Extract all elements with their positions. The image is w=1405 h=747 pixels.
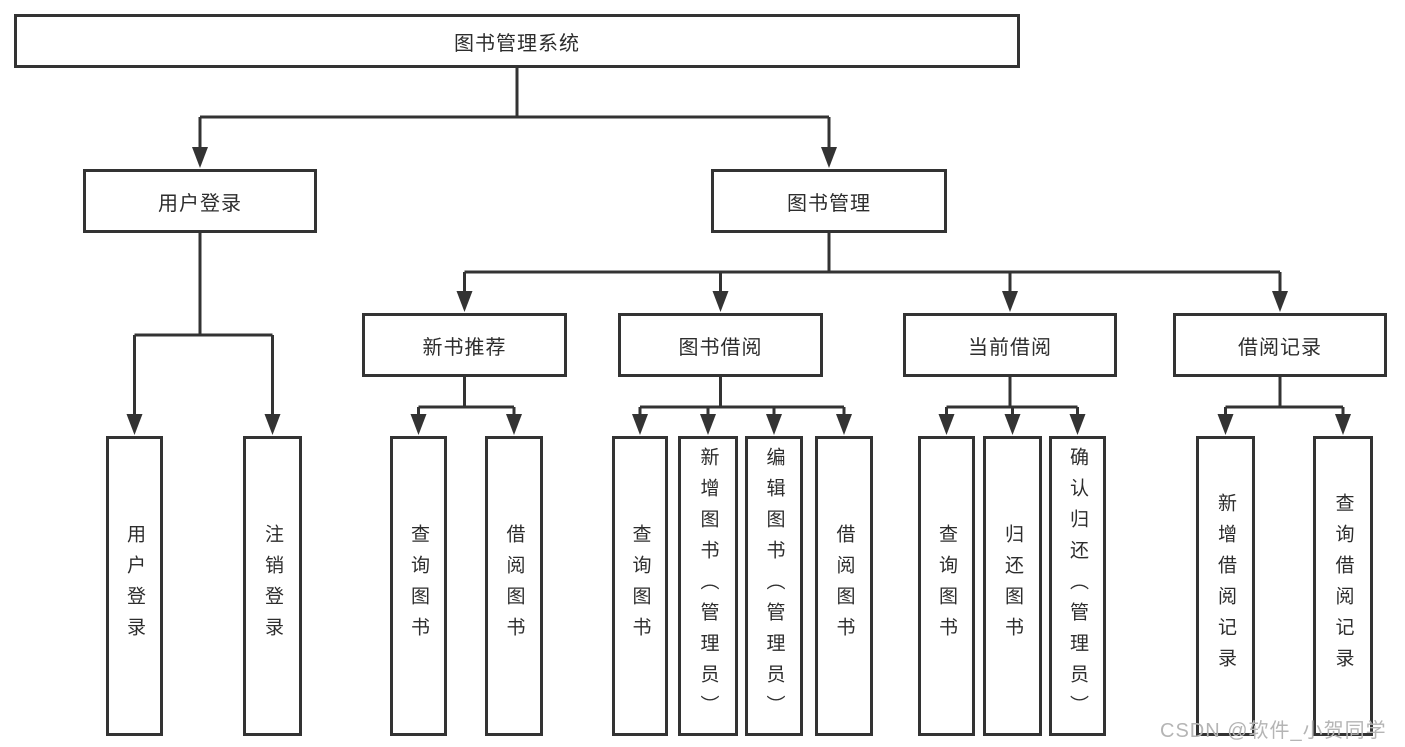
leaf-borrow-book: 借阅图书 [815, 436, 873, 736]
leaf-logout: 注销登录 [243, 436, 302, 736]
leaf-add-borrow-record: 新增借阅记录 [1196, 436, 1255, 736]
leaf-query-borrow-record: 查询借阅记录 [1313, 436, 1373, 736]
arrowhead-icon [766, 414, 782, 435]
node-root: 图书管理系统 [14, 14, 1020, 68]
node-borrowing-records: 借阅记录 [1173, 313, 1387, 377]
arrowhead-icon [1002, 291, 1018, 312]
leaf-confirm-return-admin: 确认归还（管理员） [1049, 436, 1106, 736]
arrowhead-icon [821, 147, 837, 168]
arrowhead-icon [1217, 414, 1234, 435]
leaf-query-book-current: 查询图书 [918, 436, 975, 736]
leaf-add-book-admin: 新增图书（管理员） [678, 436, 738, 736]
arrowhead-icon [700, 414, 716, 435]
arrowhead-icon [712, 291, 729, 312]
leaf-query-book-recommend: 查询图书 [390, 436, 447, 736]
arrowhead-icon [1004, 414, 1021, 435]
leaf-return-book: 归还图书 [983, 436, 1042, 736]
leaf-borrow-book-recommend: 借阅图书 [485, 436, 543, 736]
arrowhead-icon [938, 414, 955, 435]
watermark: CSDN @软件_小贺同学 [1160, 720, 1387, 742]
arrowhead-icon [1069, 414, 1086, 435]
arrowhead-icon [264, 414, 281, 435]
node-new-book-recommend: 新书推荐 [362, 313, 567, 377]
node-current-borrowing: 当前借阅 [903, 313, 1117, 377]
arrowhead-icon [410, 414, 427, 435]
arrowhead-icon [506, 414, 522, 435]
node-book-management: 图书管理 [711, 169, 947, 233]
leaf-query-book-borrowing: 查询图书 [612, 436, 668, 736]
leaf-user-login: 用户登录 [106, 436, 163, 736]
arrowhead-icon [456, 291, 473, 312]
node-user-login: 用户登录 [83, 169, 317, 233]
arrowhead-icon [1272, 291, 1288, 312]
leaf-edit-book-admin: 编辑图书（管理员） [745, 436, 803, 736]
arrowhead-icon [632, 414, 648, 435]
arrowhead-icon [1335, 414, 1351, 435]
node-book-borrowing: 图书借阅 [618, 313, 823, 377]
arrowhead-icon [126, 414, 143, 435]
arrowhead-icon [836, 414, 852, 435]
arrowhead-icon [192, 147, 208, 168]
